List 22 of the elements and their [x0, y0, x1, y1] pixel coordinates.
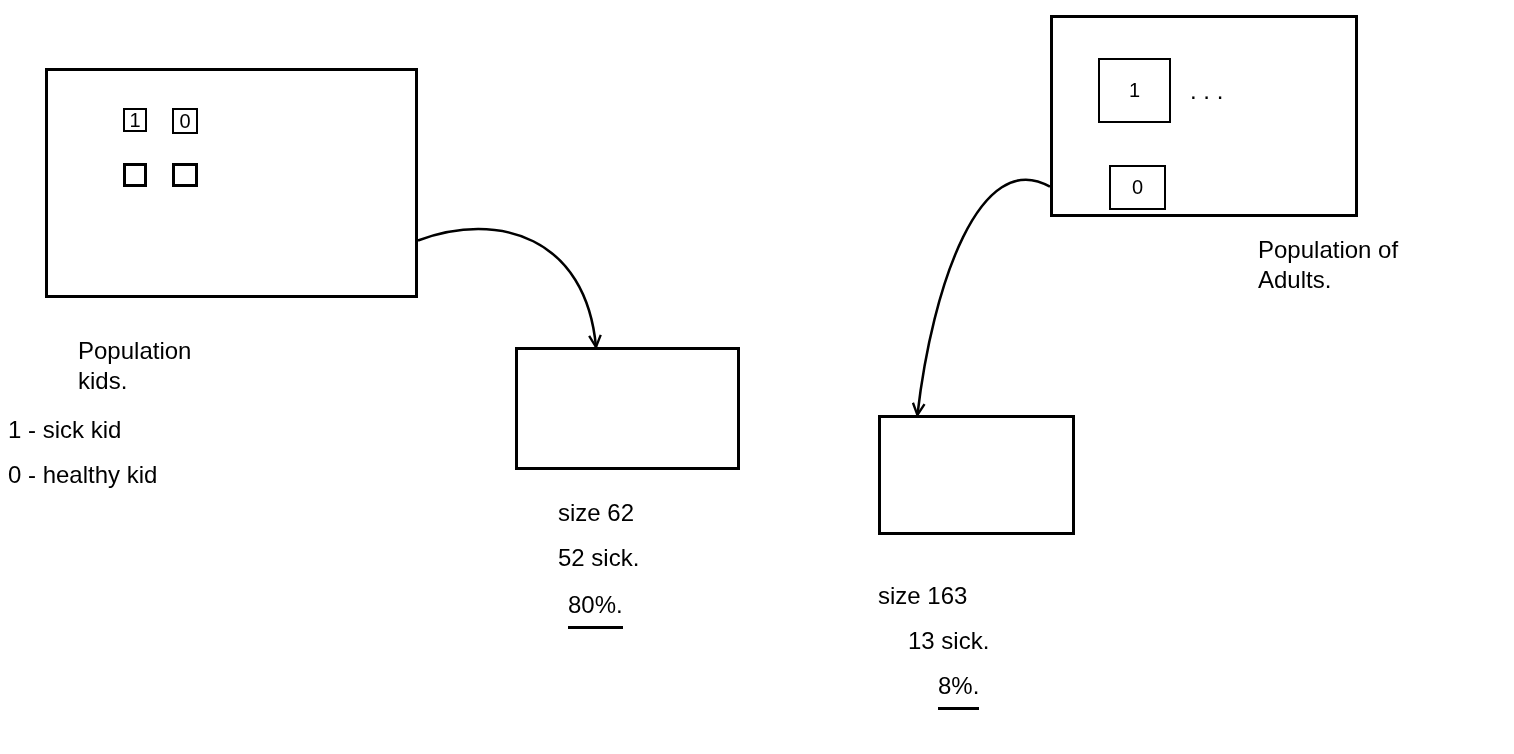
empty-box — [172, 163, 198, 187]
cell-value: 0 — [1131, 176, 1144, 199]
sample-note: 52 sick. — [558, 543, 640, 573]
sample-note: size 62 — [558, 498, 635, 528]
percentage-result: 80%. — [568, 590, 623, 629]
legend-note: 0 - healthy kid — [8, 460, 158, 490]
value-box — [1109, 165, 1166, 210]
value-box — [172, 108, 198, 134]
population-heading: Population of Adults. — [1258, 235, 1400, 295]
cell-value: 0 — [179, 109, 191, 133]
curved-arrow — [912, 179, 1051, 417]
ellipsis-text: . . . — [1190, 76, 1224, 106]
curved-arrow — [417, 227, 602, 349]
legend-note: 1 - sick kid — [8, 415, 122, 445]
empty-box — [123, 163, 147, 187]
percentage-result: 8%. — [938, 671, 980, 710]
sample-note: size 163 — [878, 581, 968, 611]
sample-note: 13 sick. — [908, 626, 990, 656]
cell-value: 1 — [1128, 79, 1141, 102]
population-heading: Population kids. — [78, 336, 193, 396]
cell-value: 1 — [129, 108, 141, 132]
value-box — [123, 108, 147, 132]
